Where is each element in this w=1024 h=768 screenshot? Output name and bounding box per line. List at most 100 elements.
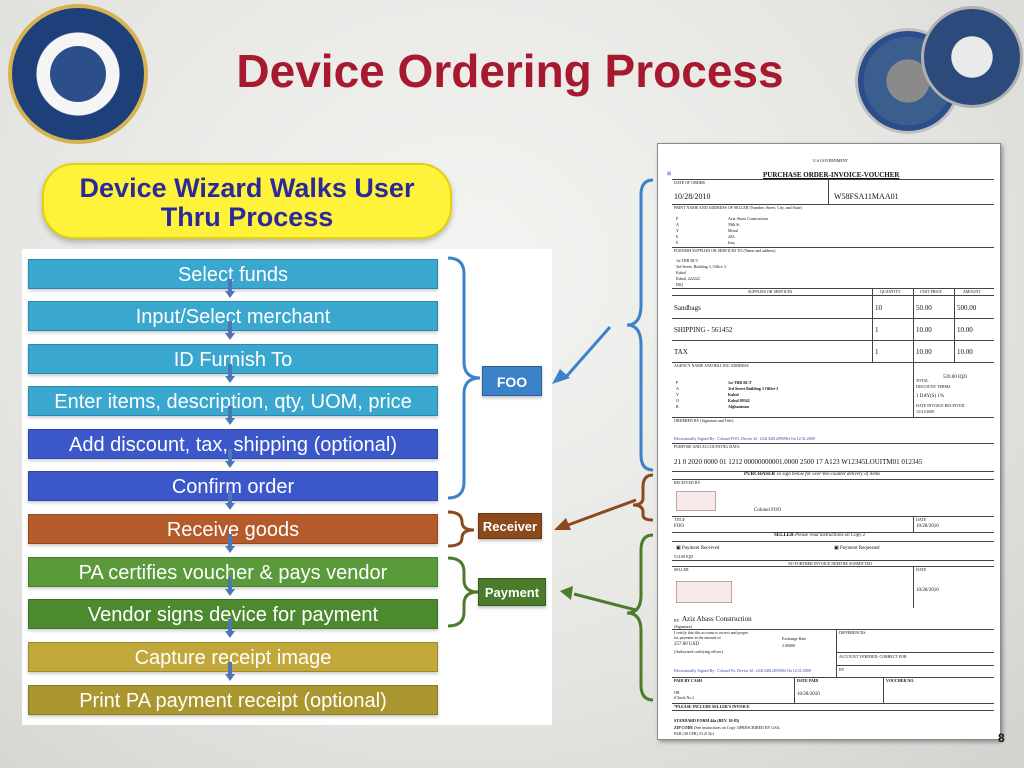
arrow-down-icon (225, 279, 235, 298)
seller-label: PRINT NAME AND ADDRESS OF SELLER (Number… (674, 205, 802, 210)
zip-code-label: ZIP CODE (674, 725, 694, 730)
total-value: 520.00 IQD (943, 375, 967, 380)
furnish-line-4: Kabul, 222222 (676, 276, 700, 281)
please-include: *PLEASE INCLUDE SELLER'S INVOICE (674, 704, 750, 709)
seller-letter-p: P (676, 216, 679, 221)
accounting-data: 21 0 2020 0000 01 1212 00000000001.0000 … (674, 458, 923, 466)
purchase-order-form: U.S GOVERNMENT PURCHASE ORDER-INVOICE-VO… (657, 143, 1001, 740)
wizard-heading-text: Device Wizard Walks User Thru Process (79, 173, 415, 232)
foo-arrow (563, 326, 612, 379)
seller-date-label: DATE (916, 567, 927, 572)
arrow-down-icon (225, 449, 235, 468)
verified-by-label: BY (839, 667, 845, 672)
date-paid-value: 10/28/2010 (797, 692, 820, 697)
date-of-order-label: DATE OF ORDER (674, 180, 705, 185)
payment-brace (447, 556, 479, 628)
form-receiver-brace (632, 473, 654, 522)
authorized-label: (Authorized certifying officer) (674, 649, 723, 654)
dod-seal (8, 4, 148, 144)
form-braces (626, 178, 654, 702)
furnish-line-2: 3rd Street, Building 3, Office 3 (676, 264, 726, 269)
payment-label: Payment (478, 578, 546, 606)
total-label: TOTAL (916, 378, 929, 383)
step-vendor-signs: Vendor signs device for payment (28, 599, 438, 629)
standard-form: STANDARD FORM 44a (REV. 10-83) (674, 718, 740, 723)
seller-line-5: Iraq (728, 240, 735, 245)
seller-letter-e: E (676, 234, 679, 239)
ordered-signature: Electronically Signed By : Colonel FOO, … (674, 436, 815, 441)
expand-icon[interactable]: ⊞ (667, 172, 672, 177)
payment-requested-label: Payment Requested (839, 546, 880, 551)
steps-panel: Select funds Input/Select merchant ID Fu… (22, 249, 552, 725)
arrow-down-icon (225, 406, 235, 425)
purchaser-title: PURCHASER (744, 472, 776, 477)
discount-value: 1 DAY(S) 1% (916, 394, 945, 399)
foo-brace (447, 256, 481, 500)
date-invoice-value: 12/31/2009 (916, 409, 935, 414)
arrow-down-icon (225, 577, 235, 596)
exchange-value: 2.00000 (782, 643, 795, 648)
item-2-qty: 1 (875, 326, 879, 334)
received-date: 10/28/2010 (916, 524, 939, 529)
certify-text-1: I certify that this account is correct a… (674, 630, 748, 635)
receiver-label: Receiver (478, 513, 542, 539)
furnish-label: FURNISH SUPPLIES OR SERVICES TO (Name an… (674, 248, 776, 253)
seller-letter-e2: E (676, 240, 679, 245)
step-add-discount: Add discount, tax, shipping (optional) (28, 429, 438, 459)
paid-by-cash-label: PAID BY CASH (674, 678, 703, 683)
agency-seals (855, 6, 1023, 134)
item-1-amount: 500.00 (957, 304, 977, 312)
arrow-down-icon (225, 364, 235, 383)
agency-letter-p: P (676, 380, 679, 385)
certify-text-2: for payment in the amount of (674, 635, 721, 640)
purchaser-note: To sign below for over-the-counter deliv… (776, 472, 881, 477)
payment-received-label: Payment Received (681, 546, 720, 551)
seller-line-2: 59th St. (728, 222, 741, 227)
form-header-gov: U.S GOVERNMENT (813, 158, 849, 163)
item-2-desc: SHIPPING - 561452 (674, 326, 733, 334)
seller-date: 10/28/2010 (916, 588, 939, 593)
eagle-emblem (50, 46, 106, 102)
received-by-label: RECEIVED BY (674, 480, 701, 485)
certify-signature: Electronically Signed By : Colonel Pa, D… (674, 668, 811, 673)
agency-letter-o: O (676, 398, 679, 403)
seller-line-3: Mosul (728, 228, 739, 233)
receiver-brace (447, 510, 475, 548)
item-3-unit: 10.00 (916, 348, 932, 356)
order-number: W58FSA11MAA01 (834, 192, 899, 201)
ordered-by-label: ORDERED BY (Signature and Title) (674, 418, 734, 423)
slide-title: Device Ordering Process (236, 45, 784, 97)
step-capture-receipt: Capture receipt image (28, 642, 438, 672)
brace-connectors (447, 256, 637, 628)
transformation-agency-seal (921, 6, 1023, 108)
payment-usd: 257.00 USD (674, 642, 700, 647)
payment-received-checkbox[interactable]: ▣ Payment Received (676, 546, 720, 551)
seller-signature-image (676, 581, 732, 603)
agency-line-5: Afghanistan (728, 404, 749, 409)
seller-by-name: Aziz Abass Construction (682, 615, 752, 623)
item-1-desc: Sandbags (674, 304, 701, 312)
agency-letter-y: Y (676, 392, 679, 397)
or-label: OR (674, 690, 680, 695)
seller-note: Please read instructions on Copy 2 (794, 533, 866, 538)
far-note: FAR (48 CFR) 53.213(c) (674, 731, 715, 736)
item-2-amount: 10.00 (957, 326, 973, 334)
agency-letter-r: R (676, 404, 679, 409)
purchaser-section: PURCHASER To sign below for over-the-cou… (744, 472, 880, 477)
date-paid-label: DATE PAID (797, 678, 819, 683)
received-name: Colonel FOO (754, 508, 782, 513)
form-header-title: PURCHASE ORDER-INVOICE-VOUCHER (763, 171, 900, 179)
col-unit-price: UNIT PRICE (920, 289, 942, 294)
title-value: FOO (674, 524, 685, 529)
form-payment-brace (626, 533, 654, 702)
item-3-qty: 1 (875, 348, 879, 356)
agency-line-2: 3rd Street Building 3 Office 3 (728, 386, 779, 391)
receiver-signature-image (676, 491, 716, 511)
arrow-down-icon (225, 534, 235, 553)
payment-requested-checkbox[interactable]: ▣ Payment Requested (834, 546, 880, 551)
seller-by-label: BY (674, 618, 680, 623)
item-3-amount: 10.00 (957, 348, 973, 356)
furnish-line-1: 1st TRR BCT (676, 258, 699, 263)
title-label: TITLE (674, 517, 686, 522)
zip-line: ZIP CODE (See instructions on Copy 3)PRE… (674, 725, 780, 730)
